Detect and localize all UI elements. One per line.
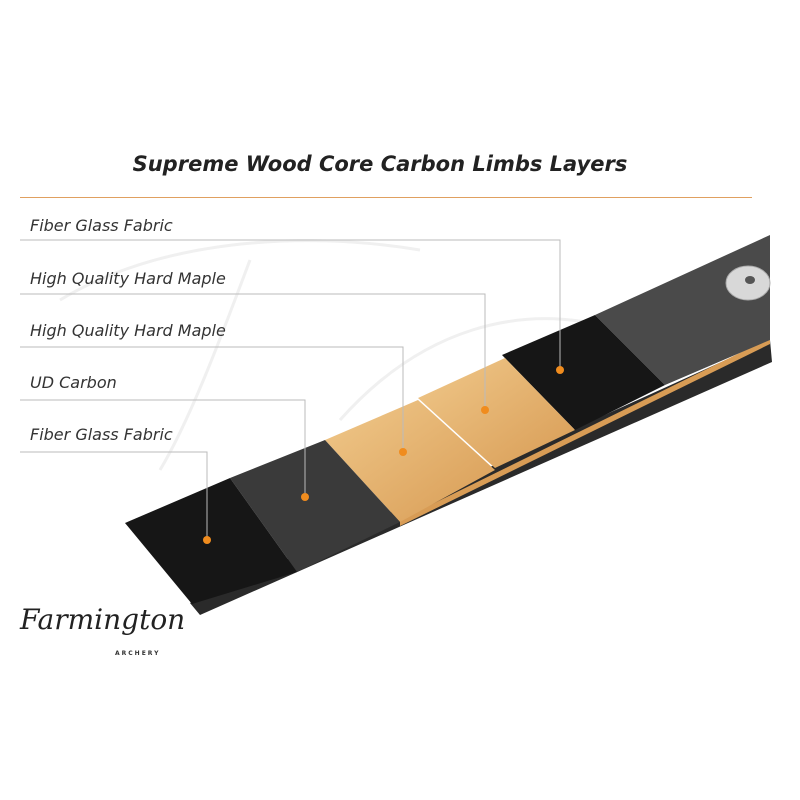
bushing-hole (745, 276, 755, 284)
leader-line-4 (20, 399, 306, 497)
layer-label: Fiber Glass Fabric (30, 216, 173, 235)
limb-top-surface (595, 235, 770, 385)
watermark-stroke (158, 259, 252, 471)
layer-label: Fiber Glass Fabric (30, 425, 173, 444)
marker-dot (399, 448, 407, 456)
layer-maple-1 (418, 358, 575, 468)
limb-maple-edge (400, 338, 770, 526)
layer-fiberglass-bottom (125, 478, 297, 604)
layer-label: UD Carbon (30, 373, 117, 392)
title-divider (20, 197, 752, 198)
leader-line-1 (20, 239, 561, 370)
page-title: Supreme Wood Core Carbon Limbs Layers (132, 152, 628, 176)
layer-label: High Quality Hard Maple (30, 269, 226, 288)
layer-fiberglass-top (502, 315, 665, 430)
leader-line-3 (20, 346, 404, 452)
marker-dot (556, 366, 564, 374)
layer-label: High Quality Hard Maple (30, 321, 226, 340)
marker-dot (203, 536, 211, 544)
brand-logo-sub: ARCHERY (115, 650, 161, 657)
brand-logo: Farmington (20, 603, 186, 636)
leader-line-5 (20, 451, 208, 540)
layer-maple-2 (325, 400, 495, 522)
watermark-stroke (59, 239, 421, 302)
marker-dot (481, 406, 489, 414)
layer-ud-carbon (230, 440, 400, 572)
leader-line-2 (20, 293, 486, 410)
marker-dot (301, 493, 309, 501)
